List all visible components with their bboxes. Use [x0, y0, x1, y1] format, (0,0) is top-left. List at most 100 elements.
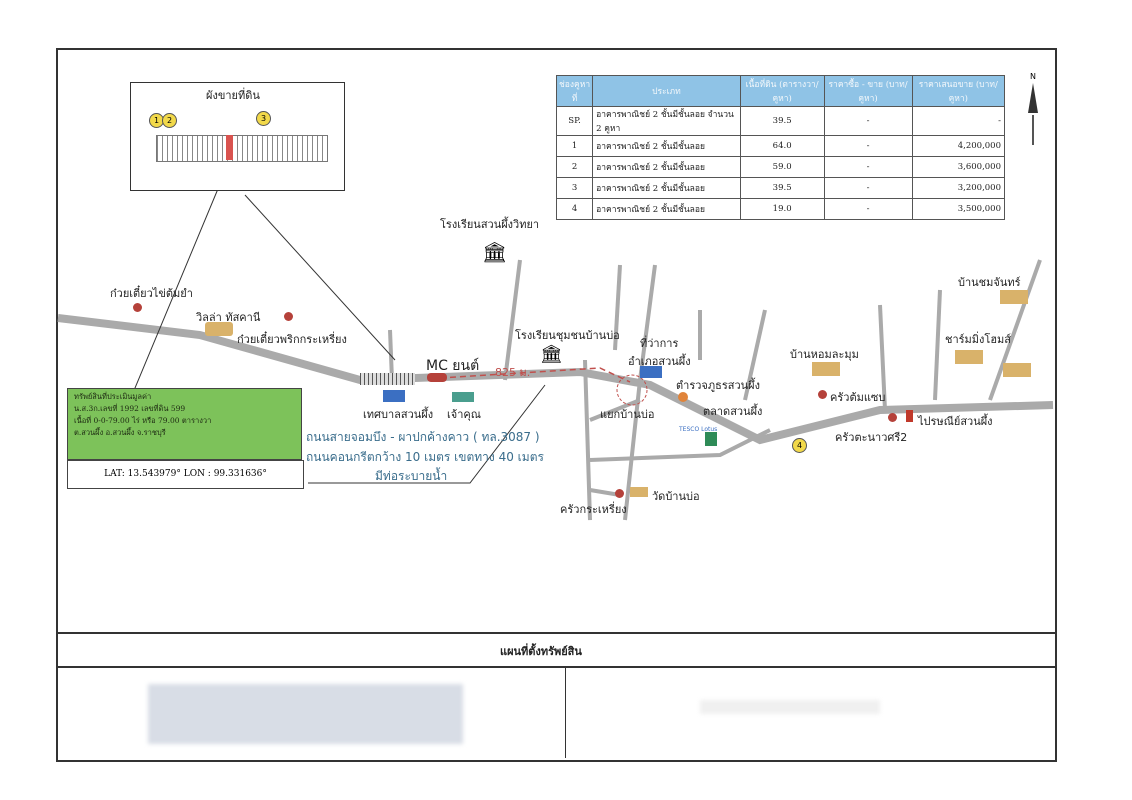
table-cell: - [823, 156, 913, 178]
table-cell: อาคารพาณิชย์ 2 ชั้นมีชั้นลอย [592, 198, 741, 220]
header-type: ประเภท [592, 75, 741, 107]
restaurant-pin-icon [284, 312, 293, 321]
place-noodle2: ก๋วยเตี๋ยวพริกกระเหรี่ยง [237, 333, 347, 346]
marker-3: 3 [256, 111, 271, 126]
restaurant-pin-icon [133, 303, 142, 312]
table-cell: 59.0 [739, 156, 825, 178]
place-chomjan: บ้านชมจันทร์ [958, 276, 1021, 289]
compass-stem [1032, 115, 1034, 145]
subject-unit [226, 135, 233, 160]
shophouse-icon [360, 373, 415, 385]
inset-title: ผังขายที่ดิน [206, 89, 260, 102]
table-cell: 2 [555, 156, 594, 178]
header-unit: ช่องคูหาที่ [555, 75, 594, 107]
minor-roads [388, 259, 1042, 521]
place-district1: ที่ว่าการ [640, 337, 679, 350]
restaurant-pin-icon [888, 413, 897, 422]
marker-2: 2 [162, 113, 177, 128]
table-cell: อาคารพาณิชย์ 2 ชั้นมีชั้นลอย [592, 177, 741, 199]
place-chaokhun: เจ้าคุณ [447, 408, 481, 421]
table-cell: - [823, 106, 913, 136]
shophouse-row [156, 135, 328, 162]
table-cell: 4,200,000 [911, 135, 1006, 157]
table-cell: - [911, 106, 1006, 136]
table-row: SP.อาคารพาณิชย์ 2 ชั้นมีชั้นลอย จำนวน 2 … [555, 106, 1006, 136]
place-charming: ชาร์มมิ่งโฮมส์ [945, 333, 1012, 346]
place-noodle1: ก๋วยเตี๋ยวไข่ต้มยำ [110, 287, 193, 300]
building-icon [452, 392, 474, 402]
price-table: ช่องคูหาที่ ประเภท เนื้อที่ดิน (ตารางวา/… [555, 75, 1006, 220]
place-post: ไปรษณีย์สวนผึ้ง [918, 415, 993, 428]
resort-icon [1000, 290, 1028, 304]
table-cell: 3,500,000 [911, 198, 1006, 220]
restaurant-pin-icon [615, 489, 624, 498]
resort-icon [812, 362, 840, 376]
place-district2: อำเภอสวนผึ้ง [628, 355, 691, 368]
seven-eleven-icon [705, 432, 717, 446]
outer-frame [56, 48, 1057, 762]
table-cell: 4 [555, 198, 594, 220]
place-school-suanphueng: โรงเรียนสวนผึ้งวิทยา [440, 218, 540, 231]
place-tanao: ครัวตะนาวศรี2 [835, 431, 908, 444]
table-cell: - [823, 135, 913, 157]
footer-title-bar [56, 632, 1057, 668]
north-label: N [1030, 72, 1036, 81]
place-school-banbo: โรงเรียนชุมชนบ้านบ่อ [515, 329, 620, 342]
place-junction: แยกบ้านบ่อ [600, 408, 655, 421]
property-info-box: ทรัพย์สินที่ประเมินมูลค่า น.ส.3ก.เลขที่ … [67, 388, 302, 460]
place-market: ตลาดสวนผึ้ง [703, 405, 763, 418]
property-deed: น.ส.3ก.เลขที่ 1992 เลขที่ดิน 599 [74, 404, 186, 413]
place-mc: MC ยนต์ [426, 358, 480, 374]
distance-line [439, 367, 631, 383]
redacted-logo [148, 684, 463, 744]
distance-label: 825 ม. [495, 366, 531, 379]
road-desc-2: ถนนคอนกรีตกว้าง 10 เมตร เขตทาง 40 เมตร [306, 450, 544, 464]
callout-lines [129, 159, 546, 484]
coordinates-box: LAT: 13.543979° LON : 99.331636° [67, 460, 304, 489]
resort-icon [955, 350, 983, 364]
place-temple: วัดบ้านบ่อ [652, 490, 700, 503]
table-cell: 39.5 [739, 106, 825, 136]
school-icon: 🏛 [540, 344, 563, 365]
footer-divider [565, 666, 566, 758]
table-cell: 64.0 [739, 135, 825, 157]
header-ask-price: ราคาเสนอขาย (บาท/คูหา) [911, 75, 1006, 107]
tesco-logo: TESCO Lotus [679, 426, 718, 433]
temple-icon [630, 487, 648, 497]
junction-circle [616, 374, 648, 406]
table-cell: 39.5 [739, 177, 825, 199]
header-area: เนื้อที่ดิน (ตารางวา/คูหา) [739, 75, 825, 107]
table-cell: 3,200,000 [911, 177, 1006, 199]
header-trade-price: ราคาซื้อ - ขาย (บาท/คูหา) [823, 75, 913, 107]
restaurant-pin-icon [818, 390, 827, 399]
table-cell: 3,600,000 [911, 156, 1006, 178]
school-icon: 🏛 [482, 240, 508, 264]
place-homelamun: บ้านหอมละมุม [790, 348, 859, 361]
place-karen: ครัวกระเหรี่ยง [560, 503, 627, 516]
table-cell: - [823, 177, 913, 199]
table-cell: 19.0 [739, 198, 825, 220]
table-cell: SP. [555, 106, 594, 136]
table-cell: อาคารพาณิชย์ 2 ชั้นมีชั้นลอย [592, 156, 741, 178]
table-cell: อาคารพาณิชย์ 2 ชั้นมีชั้นลอย จำนวน 2 คูห… [592, 106, 741, 136]
road-desc-1: ถนนสายจอมบึง - ผาปกค้างคาว ( ทล.3087 ) [306, 430, 540, 444]
government-icon [640, 366, 662, 378]
redacted-text [700, 700, 880, 714]
post-icon [906, 410, 913, 422]
property-title: ทรัพย์สินที่ประเมินมูลค่า [74, 392, 152, 401]
place-municipal: เทศบาลสวนผึ้ง [363, 408, 434, 421]
place-tomsab: ครัวต้มแซบ [830, 391, 886, 404]
place-villa: วิลล่า ทัสคานี [196, 311, 261, 324]
place-police: ตำรวจภูธรสวนผึ้ง [676, 379, 760, 392]
main-road [57, 314, 1054, 445]
table-cell: 1 [555, 135, 594, 157]
table-cell: 3 [555, 177, 594, 199]
road-desc-3: มีท่อระบายน้ำ [375, 469, 448, 483]
resort-icon [205, 322, 233, 336]
municipal-icon [383, 390, 405, 402]
